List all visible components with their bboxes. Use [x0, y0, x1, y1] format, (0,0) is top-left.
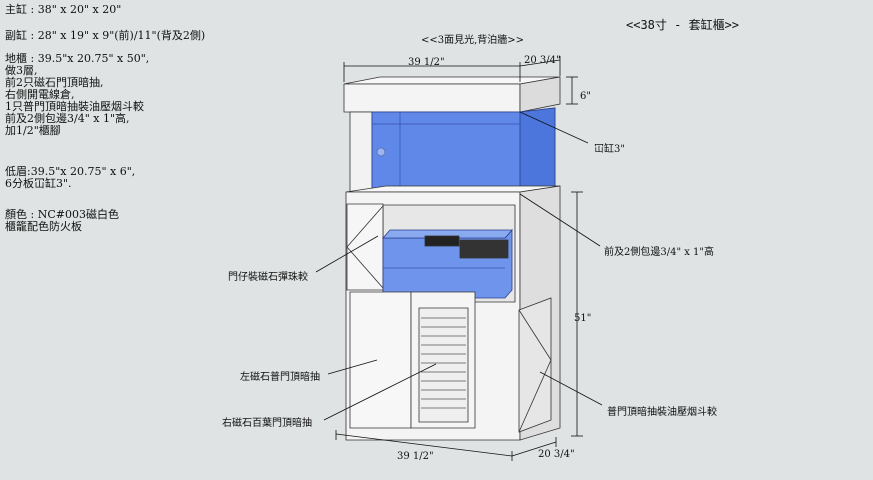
color-spec: 顏色 : NC#003磁白色 櫃籠配色防火板: [5, 208, 119, 233]
canopy-side: [519, 76, 561, 113]
door-hinge-leader: [315, 235, 379, 273]
cabinet-height-label: 51": [574, 313, 592, 324]
cabinet-spec: 地櫃 : 39.5"x 20.75" x 50", 做3層, 前2只磁石門頂暗抽…: [5, 52, 150, 137]
top-width-label: 39 1/2": [408, 57, 445, 68]
tank-outlet: [376, 147, 386, 157]
upper-left-door: [346, 203, 384, 291]
bottom-width-dim: [335, 433, 513, 457]
trim-leader: [519, 193, 601, 247]
cover-tank-label: 冚缸3": [594, 144, 625, 155]
right-door-label: 右磁石百葉門頂暗抽: [222, 418, 312, 429]
canopy-spec: 低眉:39.5"x 20.75" x 6", 6分板冚缸3".: [5, 165, 136, 190]
top-depth-dim: [519, 59, 561, 67]
canopy-height-label: 6": [580, 91, 591, 102]
top-note: <<3面見光,背泊牆>>: [421, 35, 525, 46]
top-depth-label: 20 3/4": [524, 55, 561, 66]
left-door-leader: [327, 359, 378, 375]
bottom-depth-dim: [511, 441, 557, 457]
left-post: [349, 111, 373, 193]
side-door-label: 普門頂暗抽裝油壓烟斗較: [607, 407, 717, 418]
main-tank-spec: 主缸 : 38" x 20" x 20": [5, 3, 122, 16]
louver-panel: [418, 307, 469, 423]
left-door: [349, 291, 412, 429]
sump-filter: [424, 235, 460, 247]
side-door-leader: [539, 371, 603, 406]
drawing-title: <<38寸 - 套缸櫃>>: [626, 18, 740, 32]
door-swing-line: [346, 246, 384, 289]
cover-tank-leader: [519, 111, 589, 144]
side-door-swing: [518, 359, 552, 433]
sump-tank-spec: 副缸 : 28" x 19" x 9"(前)/11"(背及2側): [5, 29, 206, 42]
sump-baffle: [459, 239, 509, 259]
trim-label: 前及2側包邊3/4" x 1"高: [604, 247, 715, 258]
left-door-label: 左磁石普門頂暗抽: [240, 372, 320, 383]
main-tank-side: [519, 107, 556, 197]
sump-tank-top: [382, 229, 513, 239]
door-swing-line: [346, 205, 384, 248]
door-hinge-label: 門仔裝磁石彈珠較: [228, 272, 308, 283]
louver-slats: [421, 317, 466, 409]
canopy-front: [343, 83, 521, 113]
bottom-depth-label: 20 3/4": [538, 449, 575, 460]
side-door-swing: [518, 309, 552, 361]
right-door-leader: [323, 363, 437, 421]
side-door: [518, 297, 552, 433]
bottom-width-label: 39 1/2": [397, 451, 434, 462]
